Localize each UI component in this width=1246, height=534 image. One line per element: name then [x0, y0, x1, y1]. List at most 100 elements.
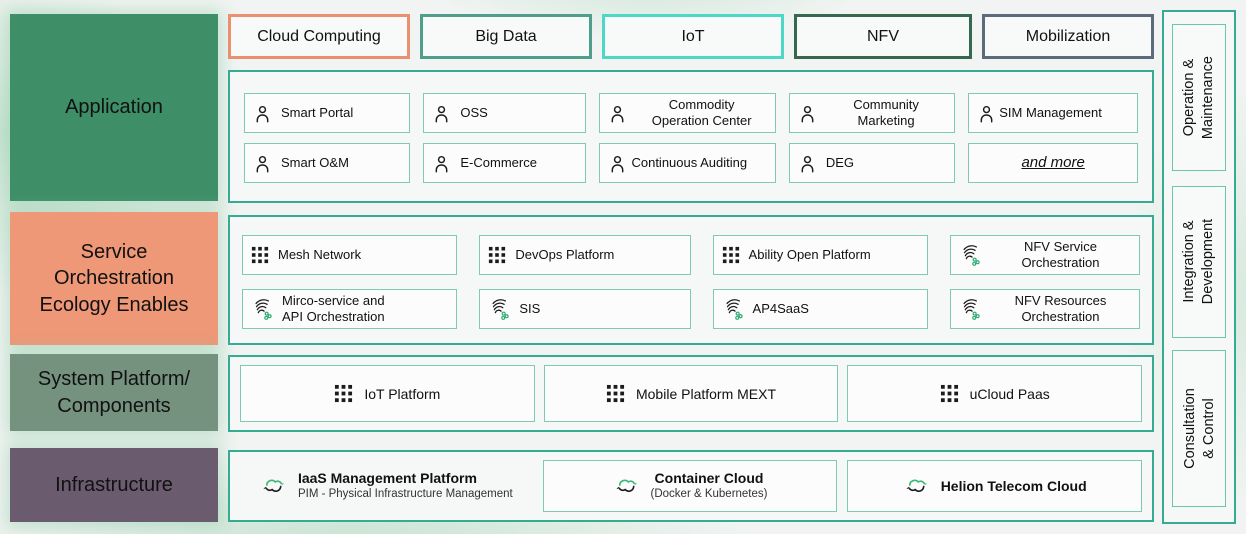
item-label: Ability Open Platform [748, 246, 871, 262]
grid-icon [335, 384, 353, 403]
tab-label: NFV [867, 27, 899, 45]
orch-item-nfv-service-orchestration: NFV Service Orchestration [949, 235, 1140, 275]
item-label: SIS [519, 300, 541, 316]
item-label: E-Commerce [460, 154, 537, 170]
tab-big-data: Big Data [420, 14, 592, 59]
item-label: Mirco-service and API Orchestration [282, 292, 385, 324]
infra-item-title: IaaS Management Platform [297, 470, 477, 487]
orch-item-devops-platform: DevOps Platform [479, 235, 691, 275]
item-label: OSS [460, 104, 488, 120]
item-label: DevOps Platform [515, 246, 615, 262]
tab-label: Cloud Computing [257, 27, 381, 45]
orchestration-grid: Mesh Network DevOps Platform Ability Ope… [242, 235, 1140, 329]
infra-item-text: IaaS Management Platform PIM - Physical … [298, 470, 513, 502]
orchestration-icon [725, 299, 743, 320]
item-label: Smart O&M [281, 154, 349, 170]
cloud-sync-icon [906, 479, 927, 492]
right-item-consultation-control: Consultation & Control [1172, 350, 1226, 507]
person-icon [435, 105, 448, 122]
row-label-text: Application [65, 96, 163, 119]
system-platform-section: IoT Platform Mobile Platform MEXT uCloud… [228, 355, 1154, 432]
infra-item-helion-telecom-cloud: Helion Telecom Cloud [847, 460, 1143, 512]
infra-item-iaas-management-platform: IaaS Management Platform PIM - Physical … [240, 460, 533, 512]
vertical-label: Operation & Maintenance [1181, 55, 1216, 140]
app-item-smart-portal: Smart Portal [244, 93, 411, 133]
grid-icon [606, 384, 625, 403]
item-label: uCloud Paas [969, 385, 1050, 402]
infra-item-subtitle: PIM - Physical Infrastructure Management [297, 488, 513, 500]
tab-cloud-computing: Cloud Computing [228, 14, 410, 59]
orchestration-icon [963, 299, 980, 320]
infra-item-title: Container Cloud [654, 470, 764, 487]
person-icon [980, 105, 993, 122]
item-label: DEG [825, 154, 855, 170]
person-icon [612, 155, 624, 172]
tab-label: Mobilization [1025, 27, 1111, 45]
infra-item-title: Helion Telecom Cloud [940, 477, 1087, 494]
tab-label: IoT [681, 27, 705, 45]
right-item-integration-development: Integration & Development [1172, 186, 1226, 338]
app-item-oss: OSS [423, 93, 587, 133]
grid-icon [940, 384, 958, 403]
person-icon [435, 155, 448, 172]
person-icon [256, 105, 269, 122]
infra-item-container-cloud: Container Cloud (Docker & Kubernetes) [542, 460, 838, 512]
grid-icon [251, 246, 269, 264]
tab-mobilization: Mobilization [982, 14, 1154, 59]
vertical-label: Consultation & Control [1181, 388, 1217, 469]
platform-item-iot-platform: IoT Platform [240, 365, 535, 422]
orchestration-icon [255, 299, 272, 320]
orchestration-icon [492, 299, 510, 320]
item-label: Mobile Platform MEXT [635, 385, 777, 402]
orch-item-mesh-network: Mesh Network [242, 235, 458, 275]
orch-item-nfv-resources-orchestration: NFV Resources Orchestration [949, 289, 1140, 329]
item-label: IoT Platform [364, 385, 441, 402]
item-label: Community Marketing [853, 96, 919, 128]
row-label-service-orchestration: Service Orchestration Ecology Enables [10, 212, 218, 345]
item-label: NFV Service Orchestration [1021, 238, 1100, 270]
item-label: Commodity Operation Center [651, 96, 752, 128]
cloud-sync-icon [263, 479, 285, 492]
orchestration-section: Mesh Network DevOps Platform Ability Ope… [228, 215, 1154, 345]
row-label-infrastructure: Infrastructure [10, 448, 218, 522]
grid-icon [722, 246, 739, 264]
person-icon [612, 105, 624, 122]
platform-item-mobile-platform-mext: Mobile Platform MEXT [543, 365, 839, 422]
application-section: Smart Portal OSS Commodity Operation Cen… [228, 70, 1154, 203]
app-item-and-more: and more [968, 143, 1138, 183]
orch-item-micro-service-api-orchestration: Mirco-service and API Orchestration [242, 289, 458, 329]
right-rail: Operation & Maintenance Integration & De… [1162, 10, 1236, 524]
item-label: AP4SaaS [752, 300, 809, 316]
row-label-text: Service Orchestration Ecology Enables [39, 240, 189, 316]
app-item-sim-management: SIM Management [968, 93, 1138, 133]
app-item-commodity-operation-center: Commodity Operation Center [599, 93, 776, 133]
row-label-text: Infrastructure [55, 473, 173, 496]
tab-label: Big Data [475, 27, 537, 45]
cloud-sync-icon [615, 479, 637, 492]
tab-nfv: NFV [794, 14, 972, 59]
platform-item-ucloud-paas: uCloud Paas [847, 365, 1143, 422]
app-item-continuous-auditing: Continuous Auditing [599, 143, 776, 183]
orchestration-icon [963, 245, 980, 266]
app-item-deg: DEG [788, 143, 956, 183]
infra-item-text: Container Cloud (Docker & Kubernetes) [651, 470, 768, 502]
vertical-label: Integration & Development [1181, 219, 1216, 305]
item-label: Mesh Network [278, 246, 362, 262]
item-label: Smart Portal [281, 104, 354, 120]
row-label-application: Application [10, 14, 218, 201]
right-item-operation-maintenance: Operation & Maintenance [1172, 24, 1226, 171]
orch-item-ability-open-platform: Ability Open Platform [712, 235, 928, 275]
orch-item-ap4saas: AP4SaaS [712, 289, 928, 329]
item-label: Continuous Auditing [631, 154, 748, 170]
application-grid: Smart Portal OSS Commodity Operation Cen… [244, 93, 1138, 183]
row-label-system-platform: System Platform/ Components [10, 354, 218, 431]
person-icon [256, 155, 269, 172]
row-label-text: System Platform/ Components [37, 368, 191, 417]
orch-item-sis: SIS [479, 289, 691, 329]
person-icon [801, 105, 814, 122]
grid-icon [489, 246, 506, 264]
app-item-community-marketing: Community Marketing [788, 93, 956, 133]
item-label: NFV Resources Orchestration [1014, 292, 1107, 324]
infra-item-subtitle: (Docker & Kubernetes) [650, 488, 768, 500]
